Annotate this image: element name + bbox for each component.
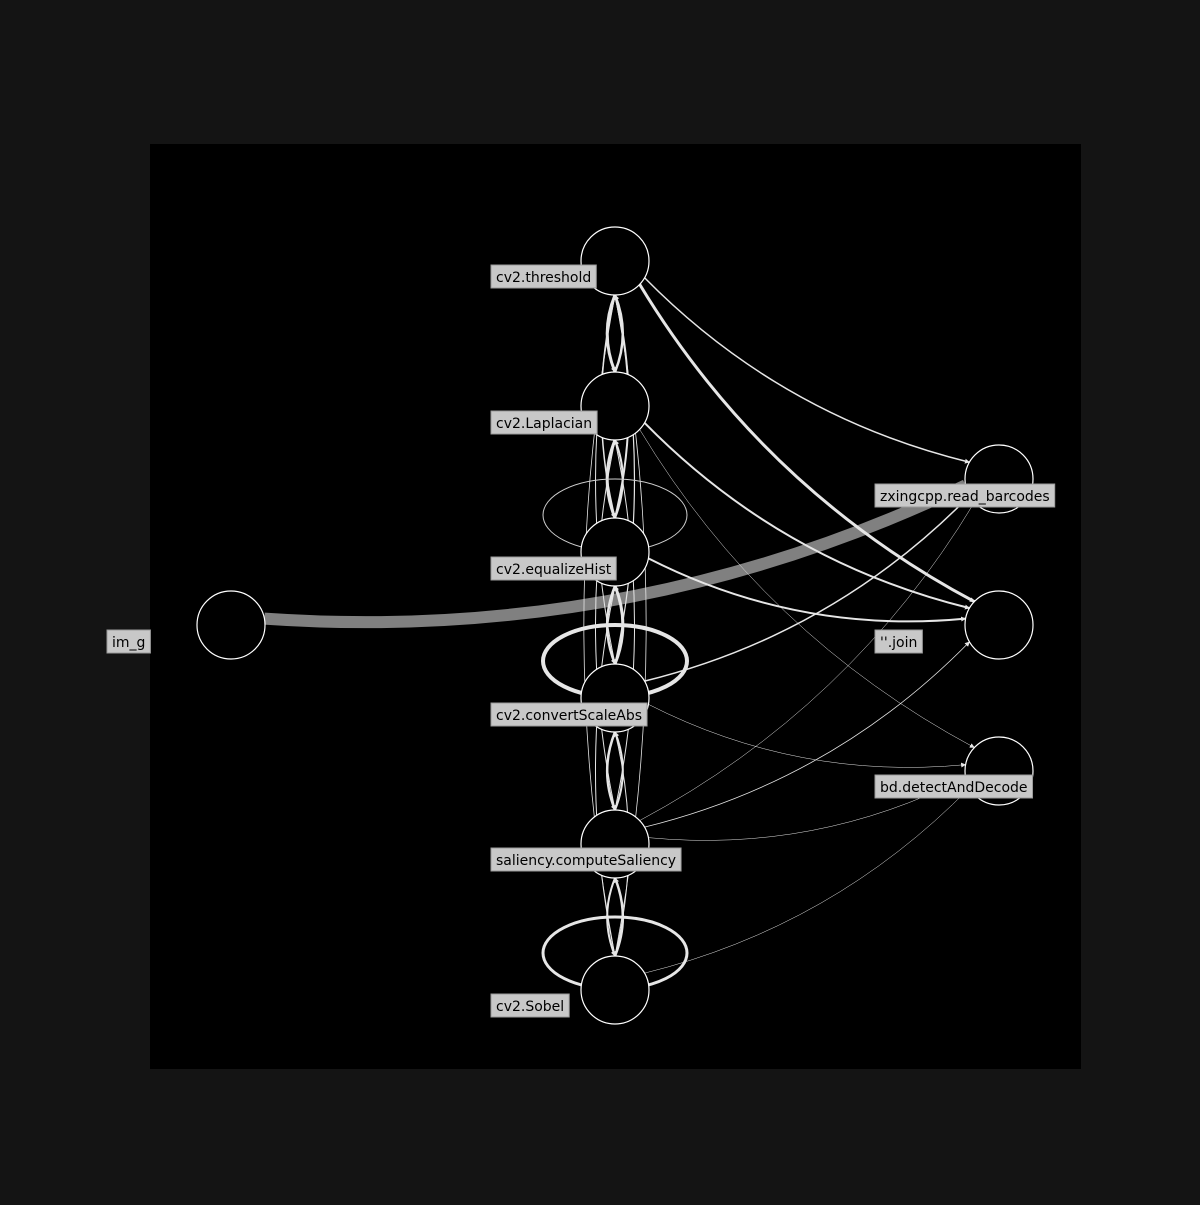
label-text-detect: bd.detectAndDecode: [880, 780, 1028, 796]
edge-saliency-to-zxing: [639, 501, 975, 821]
label-threshold: cv2.threshold: [490, 264, 597, 289]
label-text-sobel: cv2.Sobel: [496, 999, 564, 1015]
label-convert: cv2.convertScaleAbs: [490, 702, 648, 727]
edge-img-to-zxing: [263, 479, 969, 629]
label-laplacian: cv2.Laplacian: [490, 410, 598, 435]
label-text-zxing: zxingcpp.read_barcodes: [880, 489, 1050, 505]
label-text-saliency: saliency.computeSaliency: [496, 853, 676, 869]
labels-layer: cv2.threshold cv2.Laplacian cv2.equalizeHi…: [106, 264, 1056, 1018]
edge-convert-to-zxing: [644, 495, 971, 682]
label-box-saliency: [490, 847, 682, 872]
edge-sobel-to-detect: [644, 787, 970, 974]
edge-convert-to-detect: [648, 704, 967, 768]
edge-equalize-to-join: [647, 557, 967, 623]
label-text-img: im_g: [112, 635, 145, 651]
label-box-convert: [490, 702, 648, 727]
node-img[interactable]: [196, 590, 266, 660]
label-text-convert: cv2.convertScaleAbs: [496, 708, 642, 724]
label-text-join: ''.join: [880, 635, 917, 651]
label-detect: bd.detectAndDecode: [874, 774, 1034, 799]
label-zxing: zxingcpp.read_barcodes: [874, 483, 1056, 508]
edge-saliency-to-join: [644, 641, 970, 828]
label-box-threshold: [490, 264, 597, 289]
edge-laplacian-to-detect: [639, 429, 975, 748]
edge-threshold-to-join: [638, 283, 976, 603]
label-text-threshold: cv2.threshold: [496, 270, 591, 286]
label-img: im_g: [106, 629, 151, 654]
label-box-join: [874, 629, 923, 654]
label-box-detect: [874, 774, 1034, 799]
label-equalize: cv2.equalizeHist: [490, 556, 617, 581]
label-text-laplacian: cv2.Laplacian: [496, 416, 592, 432]
label-saliency: saliency.computeSaliency: [490, 847, 682, 872]
label-box-sobel: [490, 993, 570, 1018]
label-box-img: [106, 629, 151, 654]
label-box-zxing: [874, 483, 1056, 508]
label-text-equalize: cv2.equalizeHist: [496, 562, 612, 578]
node-threshold[interactable]: [580, 226, 650, 296]
node-sobel[interactable]: [580, 955, 650, 1025]
edge-equalize-to-sobel: [594, 585, 617, 957]
label-box-equalize: [490, 556, 617, 581]
edge-laplacian-to-join: [643, 422, 970, 610]
node-join[interactable]: [964, 590, 1034, 660]
label-sobel: cv2.Sobel: [490, 993, 570, 1018]
edge-threshold-to-zxing: [644, 277, 970, 464]
node-laplacian[interactable]: [580, 371, 650, 441]
label-join: ''.join: [874, 629, 923, 654]
label-box-laplacian: [490, 410, 598, 435]
